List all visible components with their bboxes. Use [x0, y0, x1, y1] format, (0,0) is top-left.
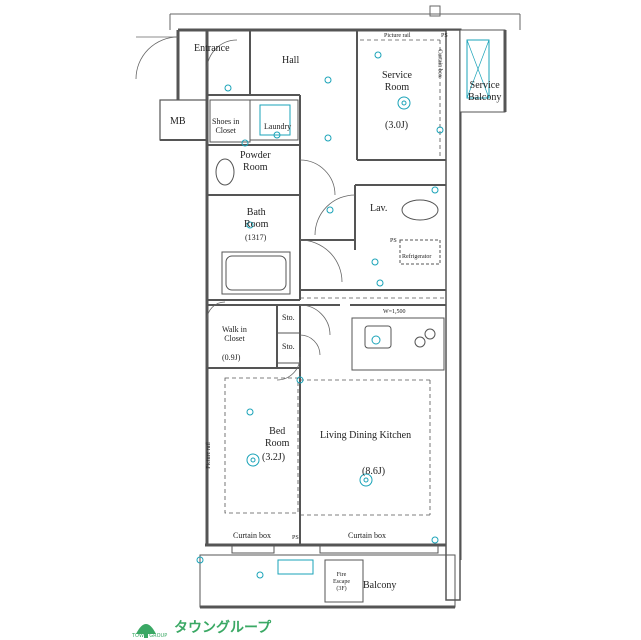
label-refrigerator: Refrigerator — [402, 254, 432, 260]
label-picture-rail-top: Picture rail — [384, 33, 411, 39]
room-service-room: Service Room — [382, 70, 412, 93]
room-sto-2: Sto. — [282, 342, 295, 351]
bathtub-icon — [221, 251, 291, 295]
room-walk-in-size: (0.9J) — [222, 353, 241, 362]
room-lav: Lav. — [370, 203, 388, 214]
room-ldk-size: (8.6J) — [362, 466, 386, 477]
exterior-walls — [176, 28, 462, 560]
label-width: W=1,500 — [383, 309, 406, 315]
room-bed-size: (3.2J) — [262, 452, 286, 463]
room-service-room-size: (3.0J) — [385, 120, 409, 131]
label-picture-rail-left: Picture rail — [205, 442, 212, 469]
room-bed-room: Bed Room — [265, 426, 290, 449]
logo-name: タウングループ — [174, 620, 272, 636]
label-curtain-box-2: Curtain box — [348, 531, 386, 540]
label-curtain-box-right: Curtain box — [436, 49, 443, 78]
room-powder-room: Powder Room — [240, 150, 271, 173]
kitchen-counter — [351, 317, 445, 371]
label-fire-escape: Fire Escape (3F) — [333, 572, 350, 592]
label-ps-2: PS — [390, 238, 397, 244]
interior-walls — [207, 30, 446, 545]
room-walk-in-closet: Walk in Closet — [222, 325, 247, 344]
room-service-balcony: Service Balcony — [468, 80, 502, 103]
room-shoes-in-closet: Shoes in Closet — [212, 117, 240, 136]
label-ps-1: PS — [441, 33, 448, 39]
room-balcony: Balcony — [363, 580, 397, 591]
room-entrance: Entrance — [194, 43, 230, 54]
room-ldk: Living Dining Kitchen — [320, 430, 412, 441]
room-hall: Hall — [282, 55, 300, 66]
room-bath-room: Bath Room — [244, 207, 269, 230]
room-mb: MB — [170, 116, 186, 127]
label-ps-3: PS — [292, 535, 299, 541]
room-sto-1: Sto. — [282, 313, 295, 322]
light-fixtures — [196, 51, 444, 579]
label-curtain-box-1: Curtain box — [233, 531, 271, 540]
town-group-logo — [136, 624, 156, 638]
logo-tagline: TOWN GROUP — [132, 633, 168, 639]
room-laundry: Laundry — [264, 122, 292, 131]
room-bath-size: (1317) — [245, 233, 267, 242]
